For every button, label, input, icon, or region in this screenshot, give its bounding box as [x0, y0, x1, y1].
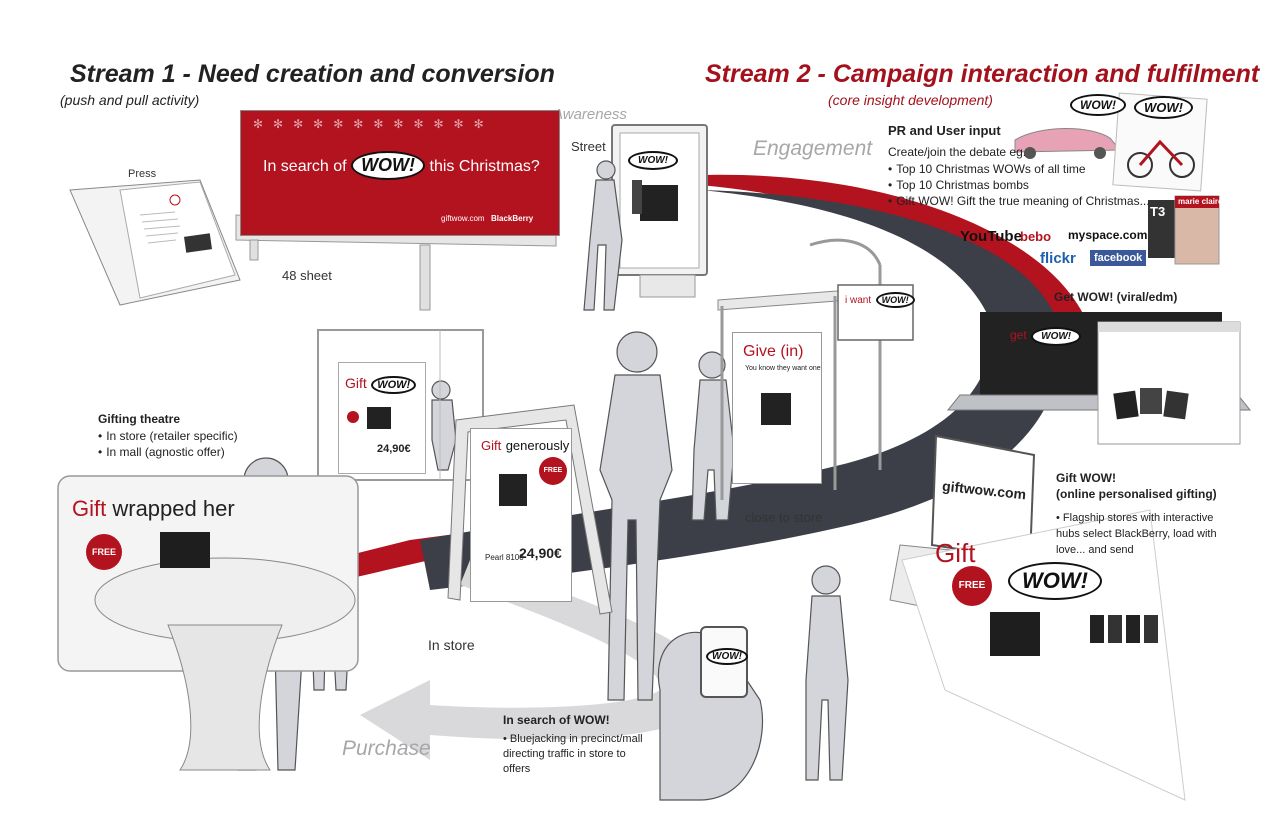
billboard-poster: ✻✻✻✻✻✻✻✻✻✻✻✻ In search of WOW! this Chri… [240, 110, 560, 236]
shop-poster-badge [347, 411, 359, 423]
person-purchase-male [805, 565, 849, 781]
gift-wow-title2: (online personalised gifting) [1056, 487, 1217, 501]
car-wow-bubble: WOW! [1070, 94, 1126, 116]
website-phone-grid [1090, 615, 1160, 651]
email-window [1097, 321, 1241, 445]
shop-window-frame [317, 329, 484, 481]
website-free-badge: FREE [952, 566, 992, 606]
website-gift-box [990, 612, 1040, 656]
pr-bullets: Top 10 Christmas WOWs of all time Top 10… [888, 161, 1150, 209]
in-search-block: In search of WOW! • Bluejacking in preci… [503, 713, 653, 777]
close-to-store-label: close to store [745, 510, 823, 525]
t3-magazine: T3 [1150, 204, 1166, 219]
youtube-logo: YouTube [960, 228, 1022, 245]
sheet48-label: 48 sheet [282, 268, 332, 283]
a-board-easel [447, 404, 613, 615]
shop-poster-gift-box [367, 407, 391, 429]
pink-car [1014, 128, 1122, 159]
gifting-table [57, 475, 359, 771]
shop-poster-price: 24,90€ [377, 443, 411, 455]
stage-engagement: Engagement [753, 137, 873, 160]
gifting-theatre-bullet: In store (retailer specific) [98, 428, 237, 444]
street-poster-wow: WOW! [628, 151, 678, 170]
in-search-title: In search of WOW! [503, 713, 610, 727]
pr-bullet: Top 10 Christmas WOWs of all time [888, 161, 1150, 177]
person-street [583, 160, 623, 311]
shelter-subtitle: You know they want one [745, 365, 821, 372]
stream1-subtitle: (push and pull activity) [60, 92, 200, 108]
billboard-text-before: In search of [263, 158, 347, 175]
billboard-url: giftwow.com [441, 214, 485, 223]
phone-device: WOW! [700, 626, 748, 698]
wrapped-gift-box [160, 532, 210, 568]
pr-bullet: Gift WOW! Gift the true meaning of Chris… [888, 193, 1149, 209]
marieclaire-magazine: marie claire [1178, 197, 1223, 206]
press-magazine [69, 179, 241, 306]
in-store-label: In store [428, 637, 475, 653]
aboard-generously: generously [505, 438, 570, 453]
gift-wow-title1: Gift WOW! [1056, 471, 1116, 485]
aboard-free-badge: FREE [539, 457, 567, 485]
billboard-text-after: this Christmas? [429, 158, 540, 175]
press-label: Press [128, 168, 157, 180]
aboard-model: Pearl 8100 [485, 553, 524, 562]
shelter-give-in: Give (in) [743, 343, 804, 360]
aboard-gift: Gift [481, 438, 502, 453]
stream2-subtitle: (core insight development) [828, 92, 993, 108]
in-search-bullet: • Bluejacking in precinct/mall directing… [503, 733, 643, 775]
pr-intro: Create/join the debate eg. [888, 145, 1027, 159]
street-label: Street [571, 139, 606, 154]
gift-wrapped-headline: Gift wrapped her [72, 496, 235, 521]
person-main-female [599, 331, 673, 701]
gifting-theatre-bullets: In store (retailer specific) In mall (ag… [98, 428, 238, 460]
billboard-wow-bubble: WOW! [351, 151, 426, 180]
purchase-arrow [360, 560, 723, 760]
phone-wow-bubble: WOW! [706, 648, 748, 665]
aboard-price: 24,90€ [519, 545, 562, 561]
gift-wow-bullet: • Flagship stores with interactive hubs … [1056, 512, 1217, 556]
gift-wow-block: Gift WOW! (online personalised gifting) … [1056, 470, 1236, 558]
stage-purchase: Purchase [342, 737, 431, 760]
aboard-gift-box [499, 474, 527, 506]
wrapped-free-badge: FREE [86, 534, 122, 570]
stage-awareness: Awareness [553, 106, 627, 123]
bebo-logo: bebo [1020, 229, 1052, 244]
shop-poster-wow: WOW! [371, 376, 417, 394]
myspace-logo: myspace.com [1068, 228, 1148, 242]
pr-block: PR and User input Create/join the debate… [888, 123, 1150, 209]
shelter-poster: Give (in) You know they want one [732, 332, 822, 484]
laptop-get-word: get [1010, 328, 1027, 342]
gifting-theatre-title: Gifting theatre [98, 412, 181, 426]
shop-window-poster: Gift WOW! 24,90€ [338, 362, 426, 474]
person-window-shopper [431, 380, 457, 471]
facebook-logo: facebook [1090, 250, 1147, 266]
website-wow-bubble: WOW! [1008, 562, 1102, 600]
billboard-brand: BlackBerry [491, 214, 534, 223]
snowflake-border: ✻✻✻✻✻✻✻✻✻✻✻✻ [253, 117, 494, 131]
gifting-theatre-block: Gifting theatre In store (retailer speci… [98, 412, 238, 460]
bike-wow-bubble: WOW! [1134, 96, 1193, 119]
pr-bullet: Top 10 Christmas bombs [888, 177, 1150, 193]
stick-poster-wow: WOW! [875, 292, 915, 308]
a-board-poster: Gift generously FREE Pearl 8100 24,90€ [470, 428, 572, 602]
stream1-title: Stream 1 - Need creation and conversion [70, 60, 555, 88]
flickr-logo: flickr [1040, 250, 1076, 267]
stream2-title: Stream 2 - Campaign interaction and fulf… [705, 60, 1260, 88]
pr-title: PR and User input [888, 123, 1001, 138]
engagement-path-dark [420, 190, 1061, 590]
gifting-theatre-bullet: In mall (agnostic offer) [98, 444, 238, 460]
shelter-gift-box [761, 393, 791, 425]
magazine-covers [1148, 195, 1220, 265]
stick-poster-text: i want [845, 295, 872, 306]
shop-poster-gift: Gift [345, 375, 367, 391]
website-headline: Gift [935, 538, 976, 568]
laptop-wow-bubble: WOW! [1031, 327, 1082, 346]
get-wow-label: Get WOW! (viral/edm) [1054, 290, 1178, 304]
